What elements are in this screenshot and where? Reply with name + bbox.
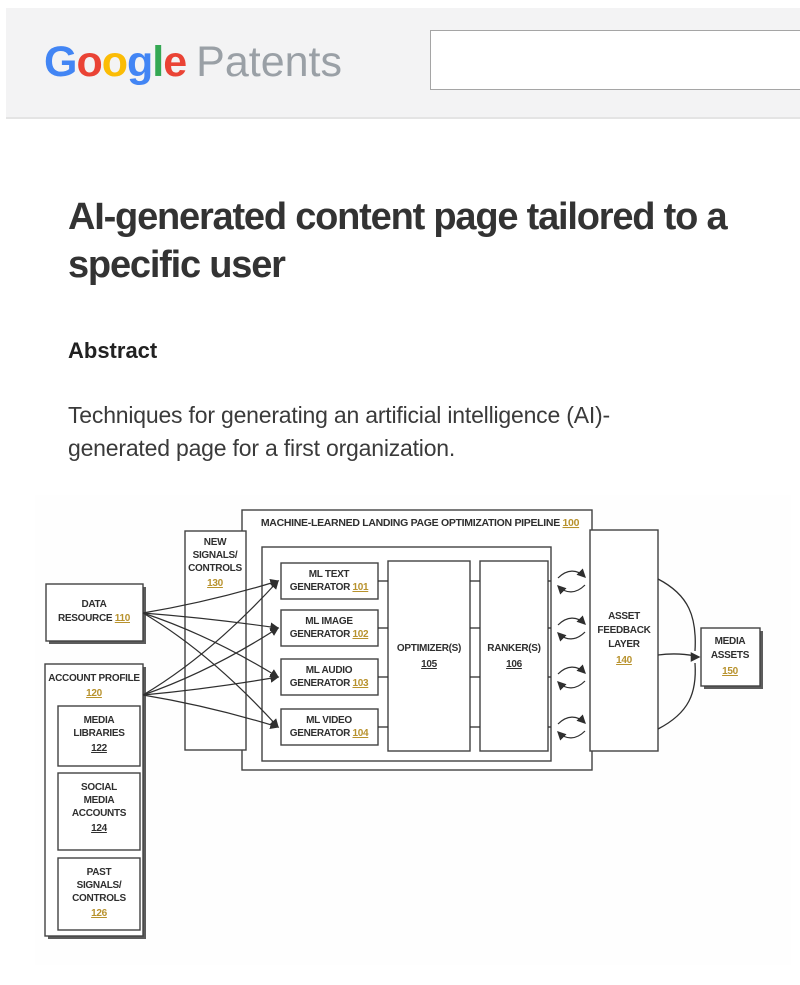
- connector-line: [657, 662, 696, 730]
- social-media-accounts-label: ACCOUNTS: [72, 808, 127, 819]
- feedback-arrow-right: [557, 664, 586, 675]
- patent-figure-image[interactable]: MACHINE-LEARNED LANDING PAGE OPTIMIZATIO…: [35, 495, 791, 965]
- feedback-arrow-right: [557, 568, 586, 579]
- patent-figure: MACHINE-LEARNED LANDING PAGE OPTIMIZATIO…: [44, 509, 763, 939]
- optimizer-label: OPTIMIZER(S): [397, 643, 461, 654]
- ml-video-generator-box: [280, 708, 379, 746]
- feedback-arrow-left: [557, 680, 586, 691]
- social-media-accounts-label: SOCIAL: [81, 782, 117, 793]
- ml-text-generator-label: ML TEXT: [309, 569, 350, 580]
- media-libraries-label: LIBRARIES: [73, 728, 125, 739]
- input-arrow: [142, 612, 279, 728]
- feedback-arrow-right: [557, 615, 586, 626]
- patent-title: AI-generated content page tailored to a …: [68, 196, 728, 287]
- ml-audio-generator-box: [280, 658, 379, 696]
- account-profile-ref: 120: [86, 688, 103, 699]
- input-arrow: [142, 612, 280, 632]
- ml-text-generator-box: [280, 562, 379, 600]
- ml-image-generator-label: ML IMAGE: [305, 616, 353, 627]
- asset-feedback-layer-label: FEEDBACK: [597, 625, 651, 636]
- search-input[interactable]: [430, 30, 800, 90]
- ml-image-generator-box: [280, 609, 379, 647]
- data-resource-label: DATA: [81, 599, 106, 610]
- ml-image-generator-label: GENERATOR 102: [290, 629, 369, 640]
- data-resource-label: RESOURCE 110: [58, 613, 131, 624]
- past-signals-controls-label: CONTROLS: [72, 893, 126, 904]
- social-media-accounts-label: MEDIA: [84, 795, 115, 806]
- social-media-accounts-box: [57, 772, 141, 851]
- connector-line: [657, 653, 696, 657]
- past-signals-controls-label: SIGNALS/: [77, 880, 122, 891]
- data-resource-box: [45, 583, 144, 642]
- patents-logo-label: Patents: [196, 38, 342, 86]
- input-arrow: [142, 612, 280, 678]
- ranker-label: RANKER(S): [487, 643, 540, 654]
- input-arrow: [142, 580, 279, 696]
- asset-feedback-layer-ref: 140: [616, 655, 633, 666]
- input-arrow: [142, 578, 280, 614]
- optimizer-box: [387, 560, 471, 752]
- past-signals-controls-box: [57, 857, 141, 931]
- google-logo: Google: [44, 38, 187, 86]
- past-signals-controls-label: PAST: [87, 867, 112, 878]
- past-signals-controls-ref: 126: [91, 908, 108, 919]
- connector-line: [657, 578, 696, 652]
- feedback-arrow-left: [557, 730, 586, 741]
- optimizer-ref: 105: [421, 659, 438, 670]
- logo-letter: G: [44, 38, 77, 86]
- feedback-arrow-right: [557, 714, 586, 725]
- new-signals-ref: 130: [207, 578, 224, 589]
- logo-letter: g: [127, 38, 153, 86]
- social-media-accounts-ref: 124: [91, 823, 108, 834]
- abstract-heading: Abstract: [68, 338, 158, 364]
- feedback-arrow-left: [557, 584, 586, 595]
- logo-letter: o: [101, 38, 128, 86]
- ml-video-generator-label: ML VIDEO: [306, 715, 352, 726]
- new-signals-label: NEW: [204, 537, 227, 548]
- ranker-box: [479, 560, 549, 752]
- new-signals-label: SIGNALS/: [193, 550, 238, 561]
- input-arrow: [142, 694, 280, 730]
- input-arrow: [142, 627, 280, 696]
- asset-feedback-layer-label: ASSET: [608, 611, 640, 622]
- pipeline-label: MACHINE-LEARNED LANDING PAGE OPTIMIZATIO…: [261, 517, 580, 529]
- media-assets-box: [700, 627, 761, 687]
- new-signals-label: CONTROLS: [188, 563, 242, 574]
- new-signals-box: [184, 530, 247, 751]
- ml-audio-generator-label: ML AUDIO: [306, 665, 353, 676]
- ml-audio-generator-label: GENERATOR 103: [290, 678, 369, 689]
- logo-letter: l: [152, 38, 164, 86]
- media-assets-label: MEDIA: [715, 636, 746, 647]
- asset-feedback-layer-label: LAYER: [608, 639, 641, 650]
- abstract-text: Techniques for generating an artificial …: [68, 402, 610, 461]
- account-profile-label: ACCOUNT PROFILE: [48, 673, 140, 684]
- media-libraries-box: [57, 705, 141, 767]
- ml-text-generator-label: GENERATOR 101: [290, 582, 369, 593]
- media-assets-label: ASSETS: [711, 650, 750, 661]
- ml-video-generator-label: GENERATOR 104: [290, 728, 369, 739]
- media-libraries-ref: 122: [91, 743, 108, 754]
- ranker-ref: 106: [506, 659, 523, 670]
- media-libraries-label: MEDIA: [84, 715, 115, 726]
- asset-feedback-layer-box: [589, 529, 659, 752]
- media-assets-ref: 150: [722, 666, 739, 677]
- logo-letter: o: [76, 38, 102, 86]
- input-arrow: [142, 673, 280, 696]
- logo-letter: e: [163, 38, 187, 86]
- feedback-arrow-left: [557, 631, 586, 642]
